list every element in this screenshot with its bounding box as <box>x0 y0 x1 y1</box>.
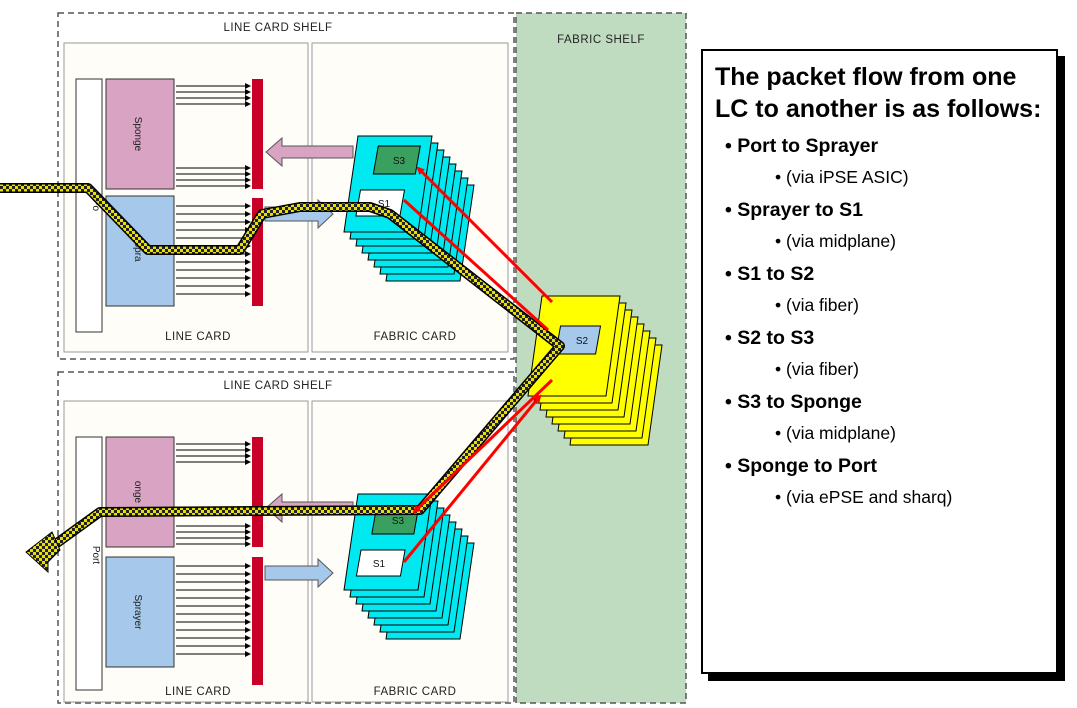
flow-step-label: • Port to Sprayer <box>725 135 879 157</box>
flow-step-via: • (via midplane) <box>775 231 896 251</box>
top-line-card-label: LINE CARD <box>165 331 231 343</box>
flow-title: The packet flow from one LC to another i… <box>715 63 1042 123</box>
bottom-midplane-upper <box>252 437 263 547</box>
flow-step-via: • (via fiber) <box>775 359 859 379</box>
flow-step-label: • S2 to S3 <box>725 327 815 349</box>
fiber-arrows <box>402 166 554 563</box>
flow-step-label: • S3 to Sponge <box>725 391 862 413</box>
chip-s3-top: S3 <box>372 145 421 175</box>
top-midplane-lower <box>252 198 263 306</box>
bottom-shelf-label: LINE CARD SHELF <box>223 380 332 392</box>
top-port: Po <box>75 78 103 333</box>
flow-step-via: • (via ePSE and sharq) <box>775 487 953 507</box>
bottom-midplane-lower <box>252 557 263 685</box>
svg-text:Sprayer: Sprayer <box>132 594 143 630</box>
bottom-line-card-label: LINE CARD <box>165 686 231 698</box>
bottom-internal-arrows <box>176 441 251 657</box>
flow-description-box: The packet flow from one LC to another i… <box>701 49 1058 674</box>
bottom-fabric-card-label: FABRIC CARD <box>374 686 457 698</box>
svg-text:Spra: Spra <box>132 240 143 262</box>
flow-step: • S1 to S2 • (via fiber) <box>715 261 1046 317</box>
top-midplane-upper <box>252 79 263 189</box>
flow-step-via: • (via midplane) <box>775 423 896 443</box>
bottom-sponge: onge <box>105 436 175 548</box>
flow-step-label: • S1 to S2 <box>725 263 815 285</box>
flow-step: • Sprayer to S1 • (via midplane) <box>715 197 1046 253</box>
fabric-shelf-label: FABRIC SHELF <box>557 34 645 46</box>
top-sponge-block-arrow <box>265 136 354 168</box>
flow-step: • S2 to S3 • (via fiber) <box>715 325 1046 381</box>
svg-text:Sponge: Sponge <box>132 117 143 152</box>
flow-step: • S3 to Sponge • (via midplane) <box>715 389 1046 445</box>
svg-text:S3: S3 <box>392 516 405 527</box>
svg-text:S2: S2 <box>576 336 589 347</box>
svg-text:onge: onge <box>132 481 143 504</box>
top-shelf-label: LINE CARD SHELF <box>223 22 332 34</box>
flow-step: • Port to Sprayer • (via iPSE ASIC) <box>715 133 1046 189</box>
flow-step-label: • Sprayer to S1 <box>725 199 863 221</box>
top-sponge: Sponge <box>105 78 175 190</box>
svg-text:S3: S3 <box>393 156 406 167</box>
chip-s1-bottom: S1 <box>355 549 406 577</box>
bottom-port: Port <box>75 436 103 691</box>
flow-step-via: • (via fiber) <box>775 295 859 315</box>
svg-text:S1: S1 <box>378 199 391 210</box>
svg-text:Po: Po <box>90 199 101 212</box>
svg-text:Port: Port <box>90 546 101 565</box>
top-fabric-card-label: FABRIC CARD <box>374 331 457 343</box>
bottom-sprayer: Sprayer <box>105 556 175 668</box>
flow-step: • Sponge to Port • (via ePSE and sharq) <box>715 453 1046 509</box>
flow-step-via: • (via iPSE ASIC) <box>775 167 909 187</box>
flow-step-label: • Sponge to Port <box>725 455 877 477</box>
svg-text:S1: S1 <box>373 559 386 570</box>
bottom-sprayer-block-arrow <box>264 557 334 589</box>
packet-flow-path <box>0 183 565 574</box>
